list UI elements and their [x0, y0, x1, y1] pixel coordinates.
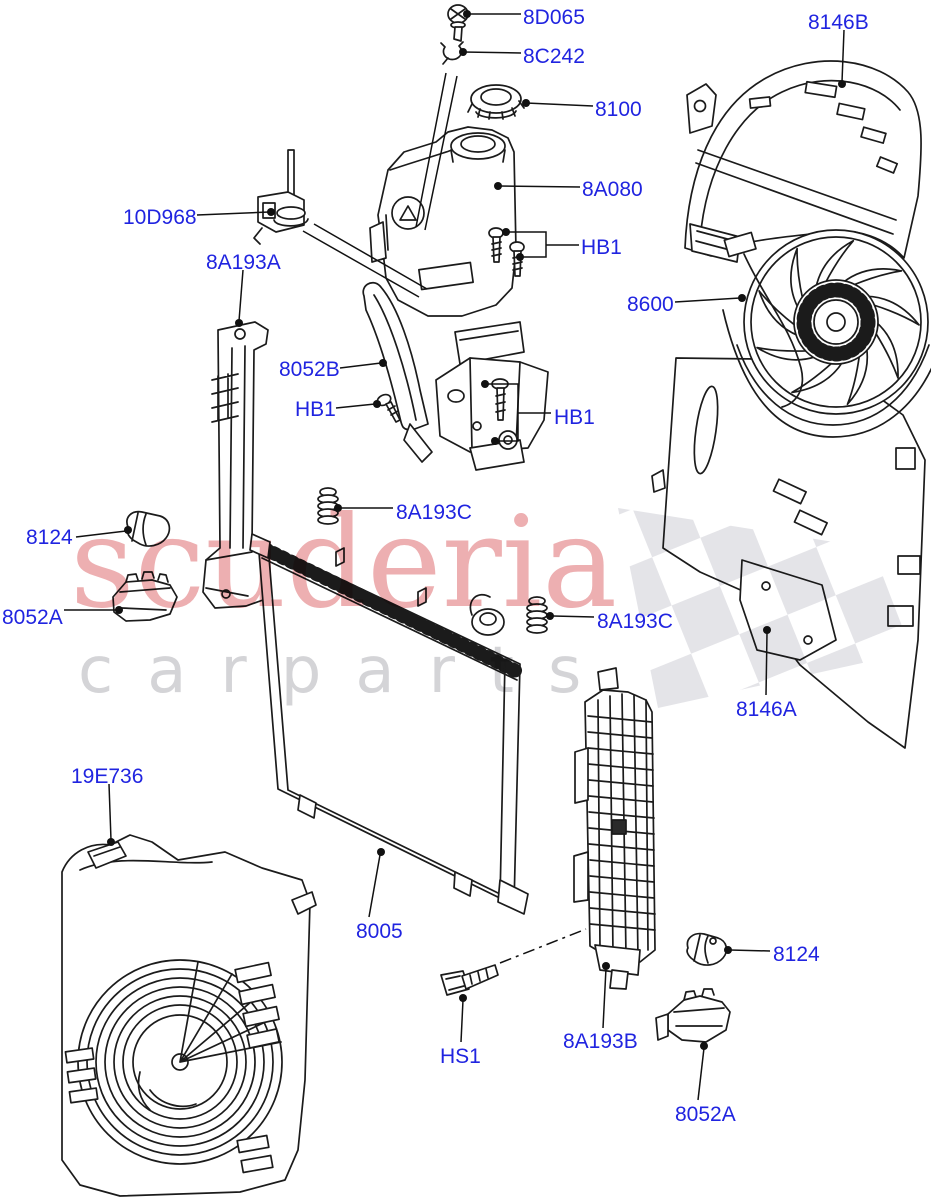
- tank-lower-bracket-drawing: [435, 357, 549, 471]
- part-label-8052a-bottom[interactable]: 8052A: [675, 1103, 736, 1126]
- hb1-screw-nut-drawing: [491, 378, 518, 450]
- radiator-drawing: [249, 533, 529, 915]
- part-label-hs1[interactable]: HS1: [440, 1045, 481, 1068]
- support-arm-drawing: [362, 281, 433, 463]
- pointer-lines-sensor: [302, 223, 428, 298]
- part-label-10d968[interactable]: 10D968: [123, 206, 197, 229]
- level-sensor-drawing: [253, 149, 309, 245]
- upper-fan-shroud-drawing: [684, 60, 922, 263]
- watermark-layer: scuderia carparts: [70, 489, 912, 708]
- part-label-8c242[interactable]: 8C242: [523, 45, 585, 68]
- part-label-8052a-left[interactable]: 8052A: [2, 606, 63, 629]
- mount-bush-right-drawing: [526, 596, 548, 634]
- part-label-8a193c-right[interactable]: 8A193C: [597, 610, 673, 633]
- part-label-8a193a[interactable]: 8A193A: [206, 251, 281, 274]
- part-label-8600[interactable]: 8600: [627, 293, 674, 316]
- watermark-brand-text: scuderia: [70, 489, 617, 636]
- clip-8124-bottom-drawing: [686, 932, 728, 966]
- part-label-8a193c-top[interactable]: 8A193C: [396, 501, 472, 524]
- part-label-8100[interactable]: 8100: [595, 98, 642, 121]
- part-label-hb1-right[interactable]: HB1: [554, 406, 595, 429]
- hb1-screw-left-drawing: [376, 393, 401, 423]
- electric-fan-assembly-drawing: [61, 834, 317, 1197]
- checker-flag-watermark: [618, 508, 912, 708]
- bleed-screw-drawing: [447, 4, 469, 42]
- part-label-8146a[interactable]: 8146A: [736, 698, 797, 721]
- part-label-8052b[interactable]: 8052B: [279, 358, 340, 381]
- part-label-8005[interactable]: 8005: [356, 920, 403, 943]
- pointer-lines-top: [415, 72, 458, 231]
- bracket-8052A-bottom-drawing: [655, 988, 731, 1043]
- hs1-bolt-drawing: [440, 964, 499, 996]
- right-mount-bracket-drawing: [573, 667, 656, 990]
- hs1-alignment-line: [499, 928, 587, 964]
- expansion-tank-drawing: [369, 126, 525, 365]
- part-label-8124-bottom[interactable]: 8124: [773, 943, 820, 966]
- part-label-8a080[interactable]: 8A080: [582, 178, 643, 201]
- bracket-8052A-left-drawing: [112, 571, 178, 622]
- leader-lines: [64, 10, 846, 1101]
- cooling-fan-drawing: [723, 229, 929, 415]
- part-label-8124-left[interactable]: 8124: [26, 526, 73, 549]
- clip-8124-left-drawing: [126, 510, 171, 547]
- mount-bush-top-drawing: [317, 487, 339, 525]
- part-label-8146b[interactable]: 8146B: [808, 11, 869, 34]
- watermark-tagline-text: carparts: [78, 634, 615, 708]
- filler-cap-drawing: [467, 84, 525, 120]
- part-label-8a193b[interactable]: 8A193B: [563, 1030, 638, 1053]
- part-label-hb1-left[interactable]: HB1: [295, 398, 336, 421]
- part-label-19e736[interactable]: 19E736: [71, 765, 144, 788]
- part-label-hb1-tank[interactable]: HB1: [581, 236, 622, 259]
- part-label-8d065[interactable]: 8D065: [523, 6, 585, 29]
